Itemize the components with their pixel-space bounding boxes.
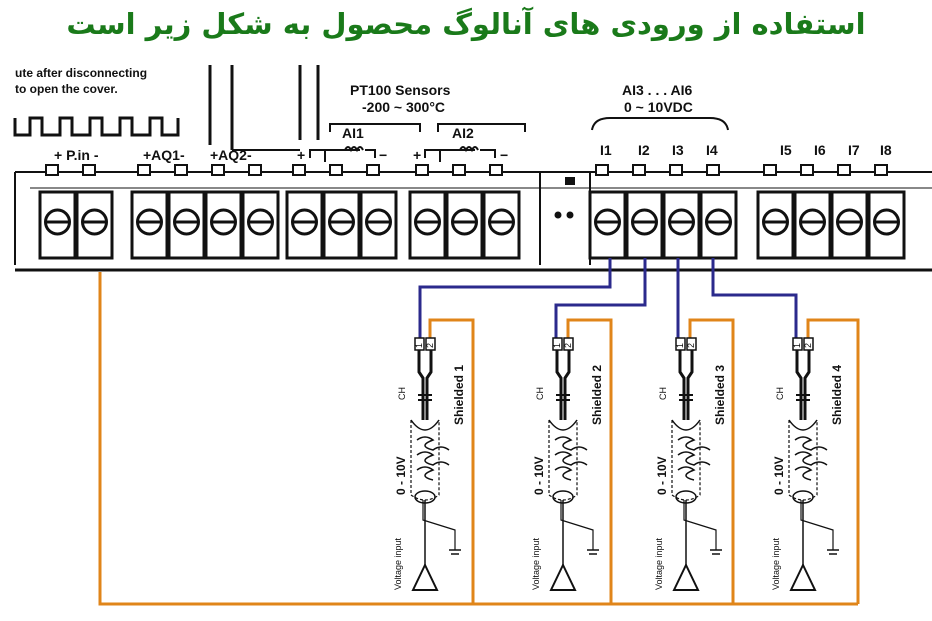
pin-label: 1 — [792, 343, 802, 348]
ch-label: CH — [397, 387, 407, 400]
pin-label: 2 — [803, 343, 813, 348]
pt100-plus-1: + — [297, 147, 305, 163]
terminal-screw — [285, 164, 324, 260]
pt100-symbols — [309, 146, 496, 162]
pin-label-aq1: +AQ1- — [143, 147, 185, 163]
terminal-screw — [241, 164, 280, 260]
range-label: 0 - 10V — [532, 456, 546, 495]
signal-wires — [418, 258, 798, 340]
shield-label: Shielded 2 — [590, 365, 604, 425]
ai2-label: AI2 — [452, 125, 474, 141]
input-label-i1: I1 — [600, 142, 612, 158]
pt100-range: -200 ~ 300°C — [362, 99, 445, 115]
ch-label: CH — [658, 387, 668, 400]
source-label: Voltage input — [393, 537, 403, 590]
input-label-i7: I7 — [848, 142, 860, 158]
terminal-screw — [359, 164, 398, 260]
pt100-plus-2: + — [413, 147, 421, 163]
range-label: 0 - 10V — [655, 456, 669, 495]
ch-label: CH — [775, 387, 785, 400]
terminal-screw — [75, 164, 114, 260]
pt100-title: PT100 Sensors — [350, 82, 451, 98]
terminal-screw — [793, 164, 832, 260]
terminal-screw — [662, 164, 701, 260]
ai-range-label: 0 ~ 10VDC — [624, 99, 693, 115]
input-label-i5: I5 — [780, 142, 792, 158]
range-label: 0 - 10V — [394, 456, 408, 495]
ch-label: CH — [535, 387, 545, 400]
source-label: Voltage input — [771, 537, 781, 590]
pin-label: 1 — [552, 343, 562, 348]
pin-label-aq2: +AQ2- — [210, 147, 252, 163]
terminal-screw — [408, 164, 447, 260]
ai1-label: AI1 — [342, 125, 364, 141]
terminal-screw — [588, 164, 627, 260]
input-label-i3: I3 — [672, 142, 684, 158]
terminal-screw — [38, 164, 77, 260]
pin-label-power: + P.in - — [54, 147, 99, 163]
input-label-i8: I8 — [880, 142, 892, 158]
source-label: Voltage input — [531, 537, 541, 590]
device-housing — [13, 65, 320, 151]
pt100-minus-2: − — [500, 147, 508, 163]
pt100-minus-1: − — [379, 147, 387, 163]
ai-group-label: AI3 . . . AI6 — [622, 82, 692, 98]
source-label: Voltage input — [654, 537, 664, 590]
pin-label: 1 — [675, 343, 685, 348]
input-label-i6: I6 — [814, 142, 826, 158]
terminal-screw — [130, 164, 169, 260]
terminal-screw — [445, 164, 484, 260]
warning-text-1: ute after disconnecting — [15, 66, 147, 80]
terminal-screw — [482, 164, 521, 260]
pin-label: 2 — [563, 343, 573, 348]
terminal-screw — [204, 164, 243, 260]
range-label: 0 - 10V — [772, 456, 786, 495]
pin-label: 2 — [686, 343, 696, 348]
terminal-blocks — [38, 164, 906, 260]
terminal-screw — [756, 164, 795, 260]
terminal-screw — [625, 164, 664, 260]
shield-label: Shielded 1 — [452, 365, 466, 425]
terminal-screw — [867, 164, 906, 260]
warning-text-2: to open the cover. — [15, 82, 118, 96]
input-label-i2: I2 — [638, 142, 650, 158]
terminal-screw — [322, 164, 361, 260]
pin-label: 2 — [425, 343, 435, 348]
pin-label: 1 — [414, 343, 424, 348]
page-title: استفاده از ورودی های آنالوگ محصول به شکل… — [66, 7, 866, 41]
shield-wires — [98, 272, 860, 606]
terminal-screw — [830, 164, 869, 260]
input-label-i4: I4 — [706, 142, 718, 158]
shield-label: Shielded 3 — [713, 365, 727, 425]
terminal-screw — [699, 164, 738, 260]
shield-label: Shielded 4 — [830, 365, 844, 425]
terminal-screw — [167, 164, 206, 260]
